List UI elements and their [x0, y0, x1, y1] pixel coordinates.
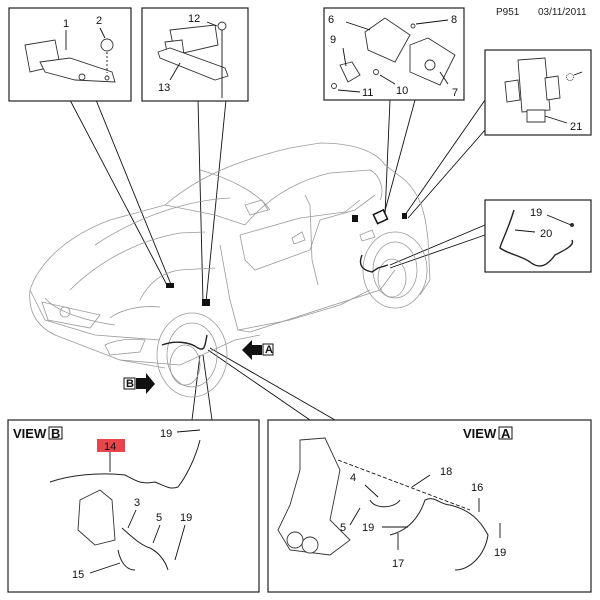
callout-16: 16 [471, 482, 483, 494]
callout-3: 3 [134, 497, 140, 509]
highlight-14 [97, 439, 125, 452]
callout-21: 21 [570, 121, 582, 133]
callout-19-view-a-left: 19 [362, 522, 374, 534]
callout-19-view-b-top: 19 [160, 428, 172, 440]
view-arrow-b-letter: B [126, 378, 134, 390]
callout-14: 14 [104, 441, 116, 453]
view-b-letter: B [51, 426, 60, 441]
callout-15: 15 [72, 569, 84, 581]
view-b-panel: VIEW B 14 19 3 5 19 15 [7, 419, 260, 593]
callout-4: 4 [350, 472, 356, 484]
callout-6: 6 [328, 14, 334, 26]
detail-box-3: 6 8 9 11 10 7 [323, 7, 465, 101]
callout-19-view-b-bottom: 19 [180, 512, 192, 524]
callout-1: 1 [63, 18, 69, 30]
callout-5-view-a: 5 [340, 522, 346, 534]
callout-18: 18 [440, 466, 452, 478]
view-arrow-a-letter: A [265, 344, 273, 356]
detail-box-5: 19 20 [484, 199, 592, 273]
car-mounted-parts [161, 208, 407, 350]
detail-box-1: 1 2 [8, 7, 132, 102]
car-outline [29, 142, 431, 398]
callout-17: 17 [392, 558, 404, 570]
callout-7: 7 [452, 87, 458, 99]
view-a-letter: A [501, 426, 511, 441]
leader-lines [69, 99, 486, 421]
view-arrow-b: B [123, 373, 155, 394]
page-code: P951 [496, 7, 520, 18]
callout-19-box5: 19 [530, 207, 542, 219]
callout-19-view-a-right: 19 [494, 547, 506, 559]
detail-box-2: 12 13 [141, 7, 249, 102]
detail-box-4: 21 [484, 49, 592, 136]
callout-2: 2 [96, 15, 102, 27]
callout-11: 11 [362, 87, 373, 99]
callout-5-view-b: 5 [156, 512, 162, 524]
callout-9: 9 [330, 34, 336, 46]
diagram-date: 03/11/2011 [538, 7, 587, 18]
callout-12: 12 [188, 13, 200, 25]
callout-20: 20 [540, 228, 552, 240]
callout-10: 10 [396, 85, 408, 97]
view-a-panel: VIEW A 18 4 16 5 19 17 19 [267, 419, 592, 593]
view-a-title: VIEW [463, 426, 497, 441]
view-b-title: VIEW [13, 426, 47, 441]
callout-13: 13 [158, 82, 170, 94]
callout-8: 8 [451, 14, 457, 26]
view-arrow-a: A [242, 340, 274, 360]
